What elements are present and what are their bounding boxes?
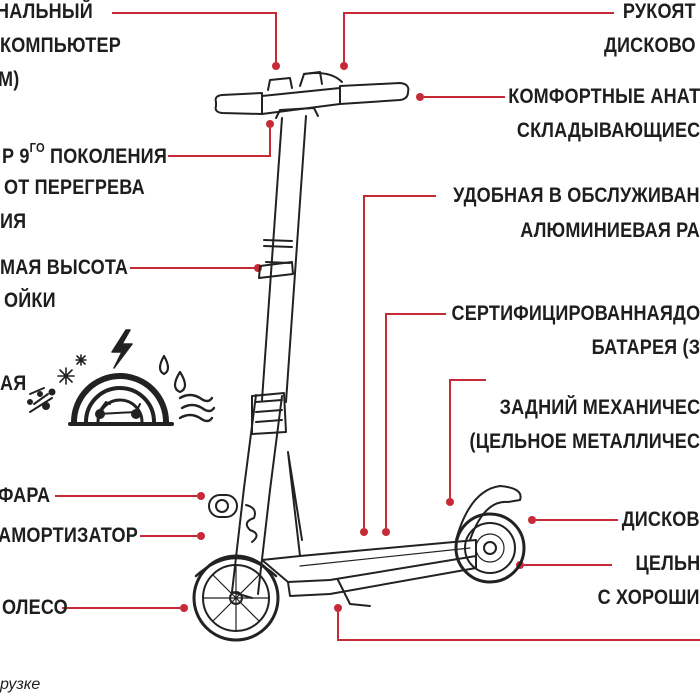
label-folding-1: КОМФОРТНЫЕ АНАТ (507, 85, 700, 108)
label-processor-1: Р 9ГО ПОКОЛЕНИЯ (2, 140, 167, 169)
folding-joint (251, 392, 287, 435)
callout-rear-brake (449, 379, 486, 498)
label-grips-2: ДИСКОВО (604, 34, 696, 57)
front-fender (194, 556, 278, 578)
label-frame-2: АЛЮМИНИЕВАЯ РА (520, 219, 700, 242)
footnote: рузке (0, 676, 41, 693)
callout-battery (385, 313, 446, 528)
scooter-icon (95, 401, 141, 419)
callout-computer (112, 12, 277, 62)
frame-tube (287, 451, 303, 557)
label-rear-brake-1: ЗАДНИЙ МЕХАНИЧЕС (499, 396, 700, 419)
lower-stem (243, 394, 283, 491)
label-shock: АМОРТИЗАТОР (0, 524, 138, 547)
wind-icon (178, 393, 216, 423)
label-frame-1: УДОБНАЯ В ОБСЛУЖИВАН (453, 184, 700, 207)
right-grip (339, 82, 410, 105)
label-headlight: ФАРА (0, 484, 51, 507)
dust-icon (27, 387, 56, 413)
label-battery-1: СЕРТИФИЦИРОВАННАЯДО (451, 302, 700, 325)
rear-wheel (454, 512, 526, 584)
rear-fender (455, 485, 522, 541)
label-computer-1: НАЛЬНЫЙ (0, 0, 93, 23)
label-rear-brake-2: (ЦЕЛЬНОЕ МЕТАЛЛИЧЕС (469, 430, 700, 453)
label-grips-1: РУКОЯТ (623, 0, 696, 23)
label-solid-1: ЦЕЛЬН (635, 552, 700, 575)
label-computer-2: КОМПЬЮТЕР (0, 34, 121, 57)
water-drops-icon (158, 354, 187, 394)
shock-spring (245, 504, 258, 543)
lightning-icon (111, 329, 133, 369)
label-front-wheel: ОЛЕСО (2, 596, 68, 619)
callout-deck (337, 612, 700, 641)
label-battery-2: БАТАРЕЯ (З (591, 336, 700, 359)
callout-processor (168, 128, 271, 157)
label-disc: ДИСКОВ (621, 508, 700, 531)
label-processor-2: ОТ ПЕРЕГРЕВА (4, 176, 145, 199)
handlebar (214, 71, 410, 119)
label-solid-2: С ХОРОШИ (597, 586, 700, 609)
left-grip (214, 92, 263, 115)
callout-frame (363, 195, 436, 528)
label-protection: АЯ (0, 372, 27, 395)
headlight (208, 494, 238, 518)
protection-icon-group (27, 329, 216, 426)
protection-dome-icon (71, 373, 169, 425)
scooter-drawing (192, 71, 526, 642)
brake-lever (303, 72, 343, 83)
deck (261, 539, 477, 597)
front-wheel (192, 554, 280, 642)
label-computer-3: М) (0, 68, 20, 91)
label-height-1: МАЯ ВЫСОТА (0, 256, 129, 279)
upper-stem (261, 115, 307, 403)
height-clamp (263, 239, 293, 264)
callout-grips (343, 12, 614, 62)
label-processor-3: ИЯ (0, 210, 27, 233)
label-folding-2: СКЛАДЫВАЮЩИЕС (516, 119, 700, 142)
callout-lines (55, 12, 700, 641)
kickstand (337, 579, 371, 607)
label-height-2: ОЙКИ (4, 289, 56, 312)
snowflake-icon (57, 354, 87, 385)
